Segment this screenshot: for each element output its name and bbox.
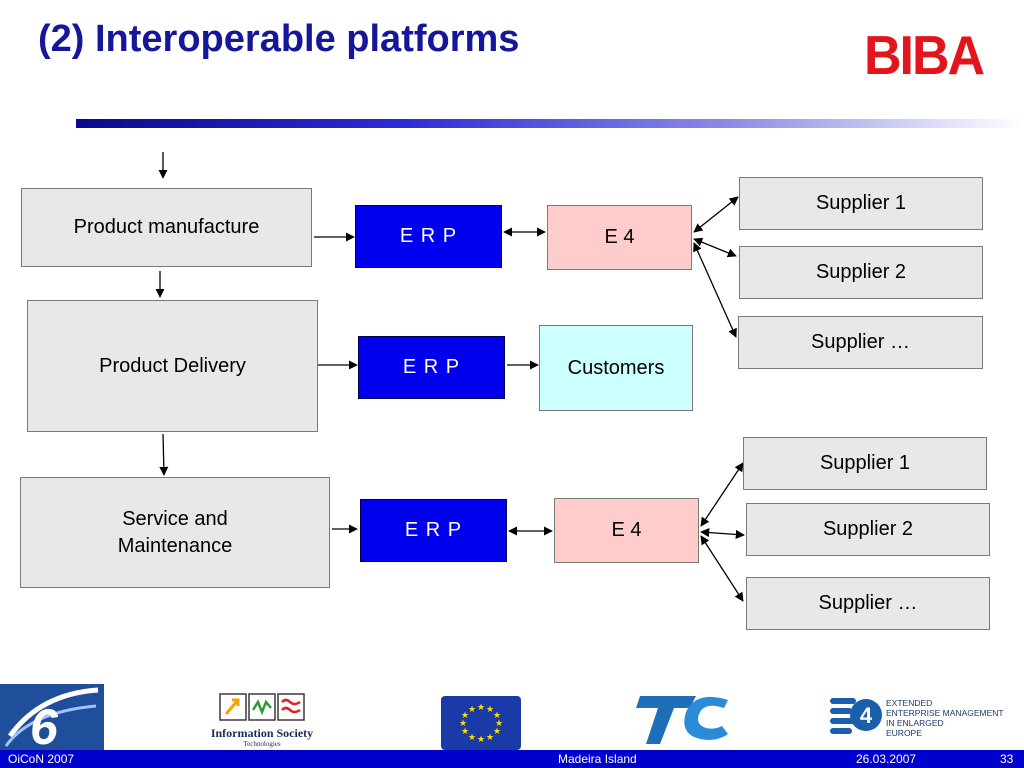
supplier-bottom-2: Supplier 2 (746, 503, 990, 556)
arrow-delivery-to-service (159, 433, 169, 476)
fp6-logo: 6 (0, 684, 104, 750)
e4-box-bottom: E 4 (554, 498, 699, 563)
arrow-e4-supplier3-bottom (700, 535, 744, 602)
e4-logo-line: ENTERPRISE MANAGEMENT (886, 708, 1004, 718)
process-label: Service and Maintenance (117, 507, 233, 557)
supplier-top-3: Supplier … (738, 316, 983, 369)
e4-project-logo: 4 EXTENDED ENTERPRISE MANAGEMENT IN ENLA… (828, 688, 1018, 744)
svg-text:★: ★ (493, 727, 501, 737)
biba-logo: BIBA (864, 25, 985, 87)
footer-location: Madeira Island (558, 752, 637, 766)
e4-logo-line: EXTENDED (886, 698, 933, 708)
supplier-bottom-3: Supplier … (746, 577, 990, 630)
erp-box-delivery: E R P (358, 336, 505, 399)
slide-title: (2) Interoperable platforms (38, 18, 520, 60)
e4-logo-text: EXTENDED ENTERPRISE MANAGEMENT IN ENLARG… (886, 698, 1004, 738)
svg-text:★: ★ (459, 719, 467, 729)
arrow-e4-supplier1-bottom (700, 462, 744, 527)
arrow-e4-supplier1-top (693, 196, 739, 233)
infosoc-sub-text: Technologies (243, 740, 281, 748)
supplier-label: Supplier … (811, 331, 910, 353)
svg-text:★: ★ (461, 727, 469, 737)
svg-text:★: ★ (461, 711, 469, 721)
eu-flag-logo: ★★★ ★★★ ★★★ ★★★ (441, 696, 521, 750)
svg-text:★: ★ (495, 719, 503, 729)
svg-text:6: 6 (30, 699, 59, 750)
footer-bar (0, 750, 1024, 768)
supplier-bottom-1: Supplier 1 (743, 437, 987, 490)
e4-logo-line: IN ENLARGED (886, 718, 944, 728)
footer-date: 26.03.2007 (856, 752, 917, 766)
svg-text:★: ★ (486, 733, 494, 743)
svg-text:★: ★ (468, 733, 476, 743)
process-service-maintenance: Service and Maintenance (20, 477, 330, 588)
erp-label: E R P (402, 356, 461, 378)
arrow-e4-supplier2-bottom (700, 528, 745, 539)
footer-page-number: 33 (1000, 752, 1014, 766)
e4-label: E 4 (604, 226, 635, 248)
supplier-label: Supplier 1 (819, 452, 911, 474)
supplier-label: Supplier 1 (815, 192, 907, 214)
e4-box-top: E 4 (547, 205, 692, 270)
erp-label: E R P (404, 519, 463, 541)
svg-text:★: ★ (468, 705, 476, 715)
erp-box-service: E R P (360, 499, 507, 562)
arrow-e4-supplier3-top (693, 242, 737, 338)
svg-text:★: ★ (493, 711, 501, 721)
supplier-label: Supplier 2 (815, 261, 907, 283)
process-product-delivery: Product Delivery (27, 300, 318, 432)
footer-conference: OiCoN 2007 (8, 752, 75, 766)
supplier-top-1: Supplier 1 (739, 177, 983, 230)
e4-mark-icon: 4 (830, 698, 882, 734)
infosoc-main-text: Information Society (210, 726, 314, 740)
svg-text:★: ★ (477, 703, 485, 713)
svg-text:★: ★ (486, 705, 494, 715)
tc-logo (636, 696, 728, 744)
supplier-top-2: Supplier 2 (739, 246, 983, 299)
supplier-label: Supplier … (818, 592, 918, 614)
e4-logo-line: EUROPE (886, 728, 922, 738)
information-society-logo: Information Society Technologies (206, 690, 318, 748)
svg-text:★: ★ (477, 735, 485, 745)
supplier-label: Supplier 2 (822, 518, 914, 540)
process-product-manufacture: Product manufacture (21, 188, 312, 267)
process-label: Product manufacture (73, 216, 260, 238)
title-gradient-rule (76, 119, 1024, 128)
erp-label: E R P (399, 225, 458, 247)
arrow-e4-supplier2-top (693, 237, 737, 258)
svg-text:4: 4 (860, 703, 873, 728)
infosoc-icons (219, 693, 305, 721)
process-label: Product Delivery (99, 354, 246, 377)
customers-label: Customers (567, 356, 665, 379)
e4-label: E 4 (611, 519, 642, 541)
erp-box-manufacture: E R P (355, 205, 502, 268)
customers-box: Customers (539, 325, 693, 411)
